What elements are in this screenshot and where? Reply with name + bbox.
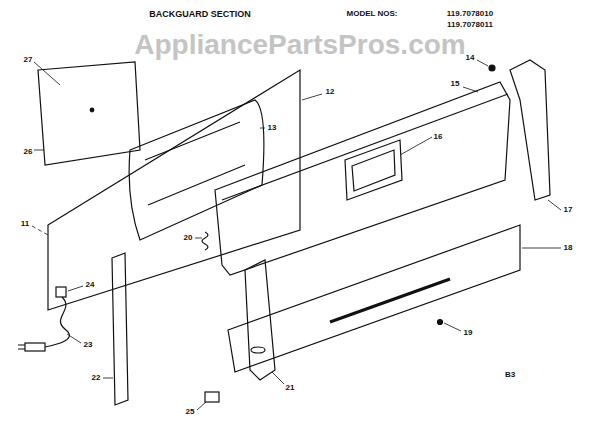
page-code: B3 <box>505 371 515 379</box>
screw <box>489 65 495 71</box>
callout-number: 19 <box>464 329 473 337</box>
callout-number: 27 <box>24 56 33 64</box>
callout-number: 21 <box>286 384 295 392</box>
callout-number: 17 <box>564 206 573 214</box>
callout-number: 15 <box>451 80 460 88</box>
panel-hole <box>90 108 94 112</box>
callout-number: 18 <box>564 244 573 252</box>
screw <box>438 320 443 325</box>
model-number: 119.7078010 <box>447 10 493 18</box>
bracket-slot <box>145 122 245 205</box>
cover-panel <box>38 62 140 165</box>
callout-number: 13 <box>268 124 277 132</box>
panel-fold <box>222 94 508 200</box>
spring <box>202 232 208 250</box>
watermark: AppliancePartsPros.com <box>134 31 465 59</box>
callout-number: 16 <box>434 133 443 141</box>
callout-number: 23 <box>84 341 93 349</box>
callout-number: 11 <box>21 220 29 228</box>
control-panel <box>215 82 510 275</box>
bracket <box>129 100 264 240</box>
callout-number: 26 <box>24 148 33 156</box>
model-number: 119.7078011 <box>447 21 493 29</box>
end-cap <box>510 60 550 200</box>
callout-number: 14 <box>466 54 475 62</box>
trim-hole <box>251 347 265 353</box>
leader-lines <box>32 60 561 410</box>
callout-number: 25 <box>186 408 195 416</box>
trim-strip <box>112 253 128 405</box>
callout-number: 22 <box>92 374 101 382</box>
end-cap <box>245 260 275 380</box>
model-heading: MODEL NOS: <box>347 10 398 18</box>
rear-sheet <box>48 70 300 310</box>
trim-panel <box>228 225 520 372</box>
section-title: BACKGUARD SECTION <box>149 10 251 19</box>
connector <box>205 392 219 402</box>
plug <box>25 343 45 351</box>
callout-number: 20 <box>184 234 193 242</box>
power-cord <box>45 297 69 347</box>
callout-number: 12 <box>326 88 335 96</box>
callout-number: 24 <box>86 281 95 289</box>
trim-slot <box>330 279 450 322</box>
plug-pins <box>18 345 25 349</box>
clock <box>345 140 402 200</box>
cord-bracket <box>56 287 66 297</box>
clock-face <box>352 150 395 191</box>
